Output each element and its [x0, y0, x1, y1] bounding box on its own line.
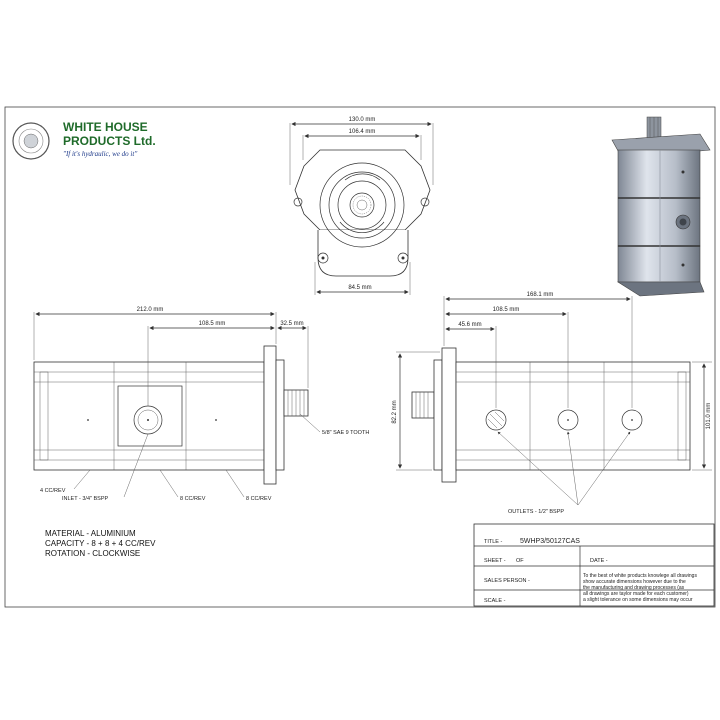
front-bolt-hole-left: [293, 197, 303, 207]
title-label: TITLE -: [484, 539, 503, 545]
outlet-port-3: [621, 409, 643, 431]
dim-side-flange: 32.5 mm: [280, 321, 303, 327]
front-flange: [294, 149, 431, 231]
side-pump-body: [33, 361, 265, 471]
sales-person-label: SALES PERSON -: [484, 578, 530, 584]
front-shaft: [349, 192, 375, 218]
inlet-boss: [117, 385, 183, 447]
label-section-4cc: 4 CC/REV: [40, 488, 66, 494]
dim-rear-overall-height: 101.0 mm: [706, 403, 712, 430]
date-label: DATE -: [590, 558, 608, 564]
spec-capacity: CAPACITY - 8 + 8 + 4 CC/REV: [45, 539, 156, 548]
scale-label: SCALE -: [484, 598, 506, 604]
company-name-line2: PRODUCTS Ltd.: [63, 134, 156, 148]
side-view-left: 212.0 mm 108.5 mm 32.5 mm 5/8" SAE 9 TOO…: [33, 307, 369, 502]
label-outlets: OUTLETS - 1/2" BSPP: [508, 509, 564, 515]
label-shaft: 5/8" SAE 9 TOOTH: [322, 430, 369, 436]
disclaimer-line-3: the manufacturing and drawing processes …: [583, 585, 685, 591]
title-block: TITLE - 5WHP3/50127CAS SHEET - OF DATE -…: [473, 523, 715, 607]
front-port-left: [317, 252, 329, 264]
dim-side-inlet-offset: 108.5 mm: [199, 321, 226, 327]
dim-rear-offset-2: 108.5 mm: [493, 307, 520, 313]
outlet-port-2: [557, 409, 579, 431]
disclaimer-line-4: all drawings are taylor made for each cu…: [583, 591, 689, 597]
dim-front-bottom: 84.5 mm: [348, 285, 371, 291]
rear-flange: [441, 347, 457, 483]
spec-block: MATERIAL - ALUMINIUM CAPACITY - 8 + 8 + …: [45, 529, 156, 558]
disclaimer-line-2: show accurate dimensions however due to …: [583, 579, 686, 585]
outlet-port-1: [485, 409, 507, 431]
spec-rotation: ROTATION - CLOCKWISE: [45, 549, 140, 558]
dim-front-inner-width: 106.4 mm: [349, 129, 376, 135]
rear-shaft: [411, 391, 435, 419]
rear-pump-body: [455, 361, 691, 471]
dim-front-outer-width: 130.0 mm: [349, 117, 376, 123]
dim-rear-height: 82.2 mm: [392, 400, 398, 423]
disclaimer-line-5: a slight tolerance on some dimensions ma…: [583, 597, 693, 603]
label-section-8cc-a: 8 CC/REV: [180, 496, 206, 502]
pump-section-3: [617, 245, 701, 283]
sheet-label: SHEET -: [484, 558, 506, 564]
pump-3d-render: [611, 116, 711, 297]
dim-rear-total-length: 168.1 mm: [527, 292, 554, 298]
of-label: OF: [516, 558, 524, 564]
pump-section-1: [617, 149, 701, 199]
dim-rear-offset-1: 45.6 mm: [458, 322, 481, 328]
title-value: 5WHP3/50127CAS: [520, 538, 580, 545]
dim-side-total-length: 212.0 mm: [137, 307, 164, 313]
label-section-8cc-b: 8 CC/REV: [246, 496, 272, 502]
front-body: [317, 230, 409, 277]
drawing-border: [4, 106, 716, 608]
label-inlet: INLET - 3/4" BSPP: [62, 496, 109, 502]
side-view-right: 168.1 mm 108.5 mm 45.6 mm 82.2 mm 101.0 …: [392, 292, 712, 515]
company-tagline: "If it's hydraulic, we do it": [63, 150, 137, 158]
front-port-right: [397, 252, 409, 264]
disclaimer-line-1: To the best of white products knowlege a…: [583, 573, 697, 579]
spec-material: MATERIAL - ALUMINIUM: [45, 529, 136, 538]
company-name-line1: WHITE HOUSE: [63, 120, 148, 134]
front-bolt-hole-right: [420, 197, 430, 207]
front-view: 130.0 mm 106.4 mm 84.5 mm: [289, 117, 434, 295]
company-logo: WHITE HOUSE PRODUCTS Ltd. "If it's hydra…: [12, 120, 156, 160]
front-spigot-outer: [319, 162, 405, 248]
side-flange: [263, 345, 277, 485]
